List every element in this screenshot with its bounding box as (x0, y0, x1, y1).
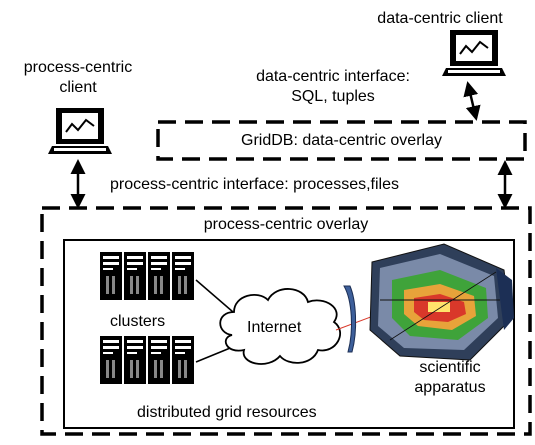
cluster-bottom-server-rack-icon (100, 336, 194, 384)
process-centric-overlay-box (40, 206, 532, 436)
data-client-double-arrow-icon (463, 81, 481, 121)
process-centric-client-label-line1: process-centric (23, 59, 133, 76)
data-centric-client-laptop-icon (441, 29, 507, 77)
process-centric-overlay-label: process-centric overlay (203, 216, 369, 233)
apparatus-label-line1: scientific (419, 359, 481, 376)
process-centric-client-laptop-icon (47, 107, 113, 155)
internet-cloud-icon (219, 288, 341, 365)
internet-label: Internet (247, 319, 302, 336)
apparatus-label-line2: apparatus (414, 379, 486, 396)
data-centric-interface-label-line1: data-centric interface: (256, 68, 410, 85)
grid-resources-label: distributed grid resources (137, 404, 317, 421)
griddb-overlay-box (156, 120, 527, 161)
clusters-label: clusters (110, 313, 166, 330)
cluster-top-server-rack-icon (100, 252, 194, 300)
griddb-overlay-label: GridDB: data-centric overlay (241, 132, 442, 149)
grid-resources-box (63, 239, 515, 429)
data-centric-interface-label-line2: SQL, tuples (291, 88, 375, 105)
particle-detector-icon (343, 243, 514, 361)
data-centric-client-label: data-centric client (377, 10, 503, 27)
process-centric-interface-label: process-centric interface: processes,fil… (110, 176, 399, 193)
process-centric-client-label-line2: client (59, 79, 97, 96)
